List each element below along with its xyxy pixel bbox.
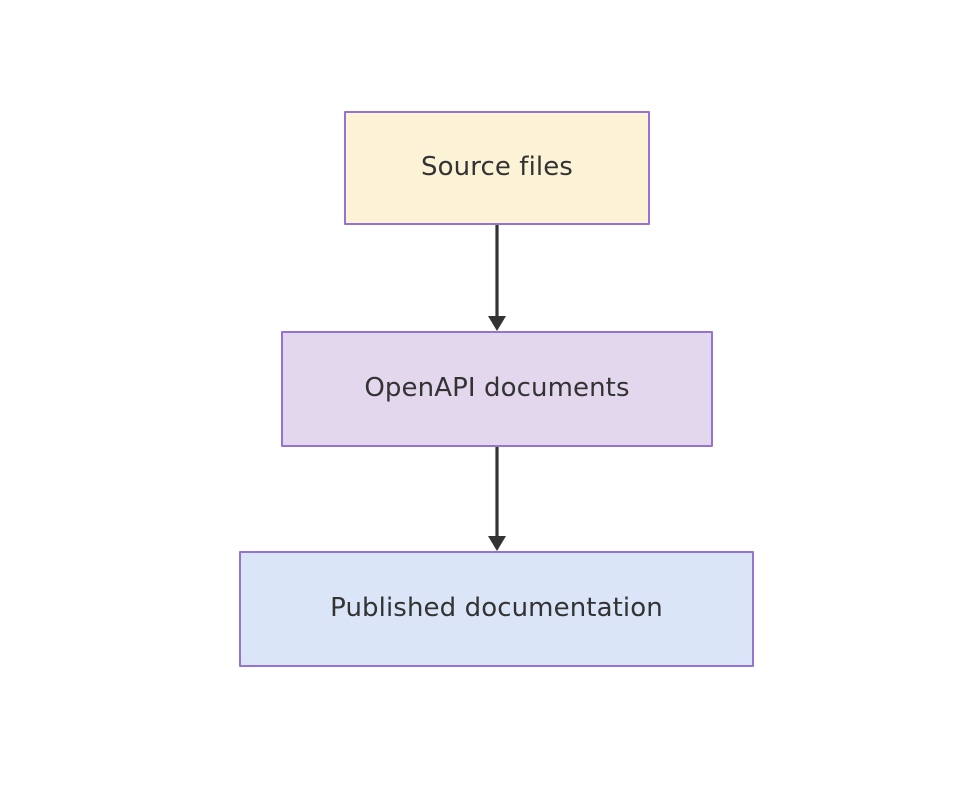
node-source-files-label: Source files — [421, 152, 573, 183]
arrowhead-icon — [488, 536, 506, 551]
node-source-files[interactable]: Source files — [344, 111, 650, 225]
node-published-documentation-label: Published documentation — [330, 593, 663, 624]
node-published-documentation[interactable]: Published documentation — [239, 551, 754, 667]
node-openapi-documents[interactable]: OpenAPI documents — [281, 331, 713, 447]
edge-source-to-openapi — [488, 225, 506, 331]
edge-openapi-to-published — [488, 447, 506, 551]
node-openapi-documents-label: OpenAPI documents — [364, 373, 630, 404]
arrowhead-icon — [488, 316, 506, 331]
